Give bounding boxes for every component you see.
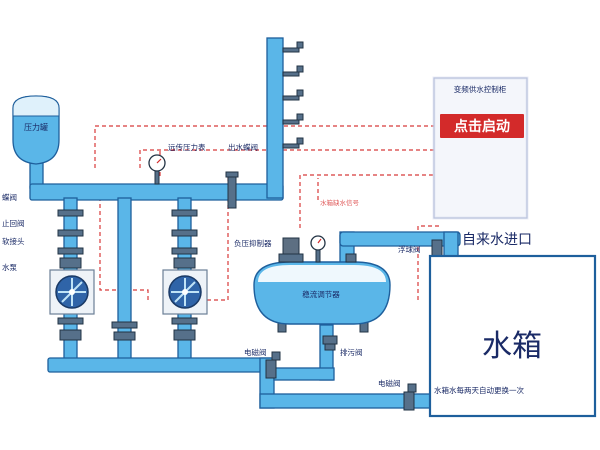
- signal-wires: [94, 125, 440, 301]
- butterfly-valve-label: 蝶阀: [2, 192, 17, 202]
- riser-valves: [282, 41, 304, 149]
- water-tank-label: 水箱: [482, 329, 542, 364]
- pressure-tank: 压力罐: [12, 95, 60, 189]
- check-valve-label: 止回阀: [2, 218, 25, 228]
- vacuum-suppressor-label: 负压抑制器: [234, 238, 272, 248]
- right-pump: [162, 269, 208, 315]
- shortage-signal-label: 水箱缺水信号: [320, 198, 360, 207]
- start-button[interactable]: [440, 114, 524, 138]
- left-pump: [49, 269, 95, 315]
- labels: 蝶阀 止回阀 软接头 水泵 远传压力表 出水蝶阀 负压抑制器 水箱缺水信号 电磁…: [2, 142, 532, 395]
- pump-label: 水泵: [2, 262, 17, 272]
- solenoid-1-label: 电磁阀: [244, 347, 267, 357]
- drain-valve-label: 排污阀: [340, 347, 363, 357]
- float-valve-label: 浮球阀: [398, 244, 421, 254]
- remote-pressure-gauge: [148, 154, 166, 185]
- tap-inlet-label: 自来水进口: [462, 232, 532, 248]
- stabilizer-label: 稳流调节器: [302, 289, 340, 299]
- solenoid-valve-1: [265, 351, 281, 379]
- start-button-label[interactable]: 点击启动: [454, 118, 510, 135]
- stabilizer-gauge: [310, 235, 326, 263]
- bypass-fittings: [111, 321, 138, 341]
- control-cabinet: 变频供水控制柜 点击启动: [432, 76, 529, 220]
- shortage-signal-probe: [345, 253, 357, 263]
- remote-gauge-label: 远传压力表: [168, 142, 206, 152]
- right-pump-fittings: [171, 209, 198, 341]
- flow-stabilizer: 稳流调节器: [253, 261, 391, 333]
- solenoid-2-label: 电磁阀: [378, 378, 401, 388]
- vacuum-suppressor: [278, 237, 304, 263]
- water-tank: 水箱: [428, 254, 597, 418]
- outlet-valve-label: 出水蝶阀: [228, 142, 258, 152]
- left-pump-fittings: [57, 209, 84, 341]
- auto-replace-note: 水箱水每两天自动更换一次: [434, 385, 524, 395]
- outlet-butterfly-valve: [225, 171, 239, 209]
- pressure-tank-label: 压力罐: [24, 122, 48, 132]
- drain-valve: [322, 335, 338, 351]
- solenoid-valve-2: [403, 383, 417, 411]
- soft-joint-label: 软接头: [2, 236, 25, 246]
- cabinet-title: 变频供水控制柜: [454, 84, 507, 94]
